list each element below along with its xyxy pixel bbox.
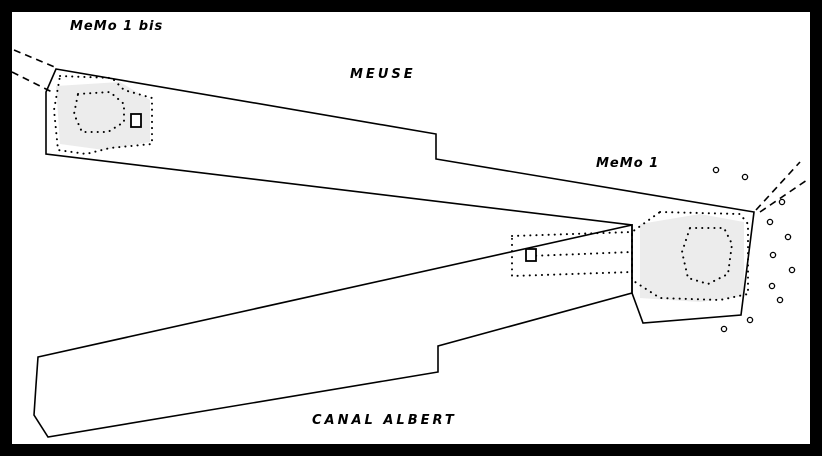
dashed-line-right-lower — [759, 179, 808, 213]
bunker-1-square — [525, 248, 537, 262]
label-memo-1-bis: MeMo 1 bis — [70, 19, 163, 34]
bunker-1bis-hatch — [56, 82, 150, 150]
label-meuse: MEUSE — [350, 67, 416, 82]
lower-strip-outline — [33, 224, 633, 438]
label-canal-albert: CANAL ALBERT — [312, 413, 457, 428]
dashed-line-left-lower — [11, 71, 53, 93]
bunker-1bis-square — [130, 113, 142, 128]
bunker-1-corridor-dotted — [511, 230, 633, 278]
obstacle-circle — [712, 166, 720, 174]
obstacle-circle — [741, 173, 749, 181]
obstacle-circles — [712, 166, 796, 333]
bunker-1-outer-dotted — [631, 210, 749, 302]
upper-strip-outline — [45, 68, 755, 324]
bunker-1-corridor-midline — [529, 251, 633, 257]
bunker-1-inner-dotted — [680, 227, 734, 286]
obstacle-circle — [768, 282, 776, 290]
label-memo-1: MeMo 1 — [596, 156, 659, 171]
obstacle-circle — [720, 325, 728, 333]
obstacle-circle — [778, 198, 786, 206]
obstacle-circle — [766, 218, 774, 226]
dashed-line-right-upper — [755, 161, 801, 211]
obstacle-circle — [769, 251, 777, 259]
bunker-1bis-outer-dotted — [52, 74, 153, 156]
dashed-line-left-upper — [13, 49, 58, 69]
obstacle-circle — [784, 233, 792, 241]
obstacle-circle — [776, 296, 784, 304]
obstacle-circle — [746, 316, 754, 324]
bunker-1-hatch — [640, 214, 744, 302]
obstacle-circle — [788, 266, 796, 274]
